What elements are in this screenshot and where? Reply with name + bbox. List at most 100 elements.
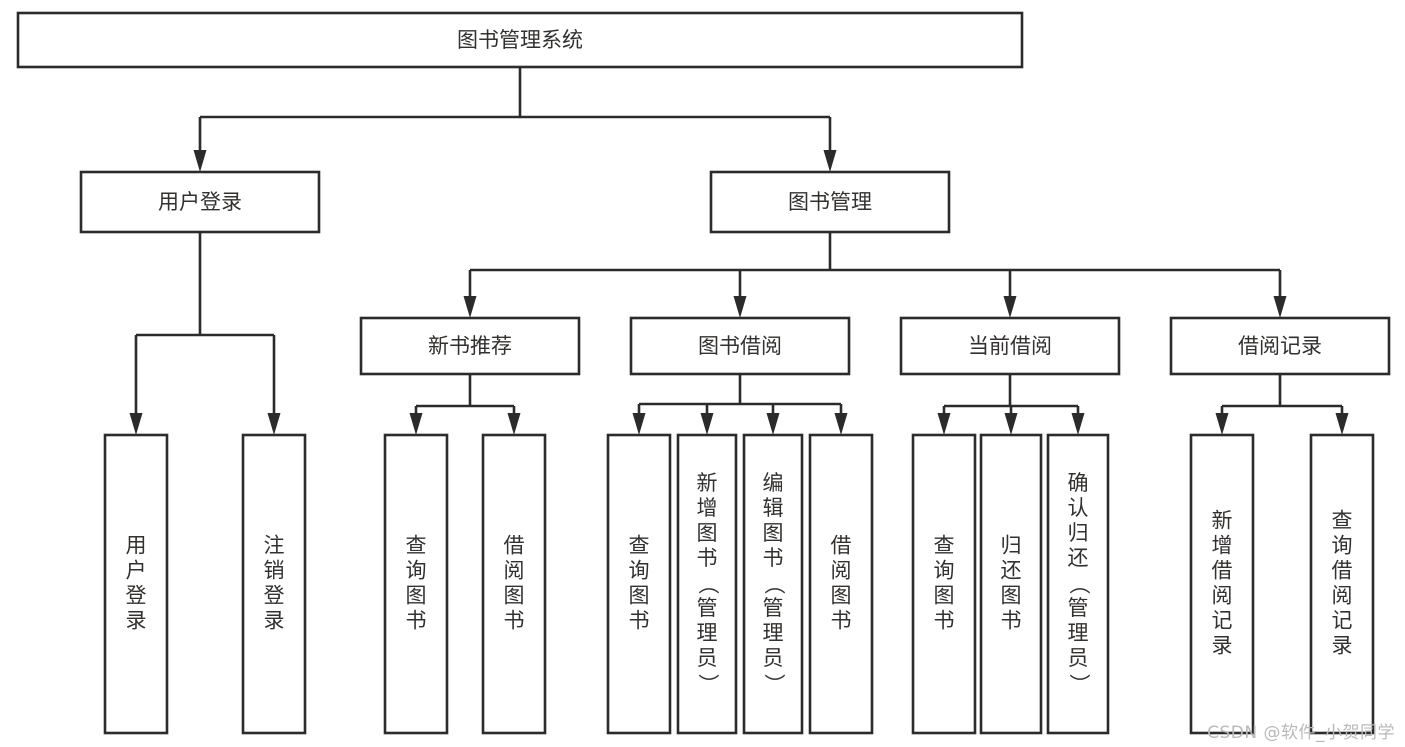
svg-text:书: 书 — [697, 546, 718, 570]
root-branch-1-head — [823, 150, 837, 172]
svg-text:新: 新 — [1212, 509, 1233, 533]
node-new-book-recommend[interactable]: 新书推荐 — [359, 316, 581, 376]
borrow-record-branch-0-head — [1215, 413, 1229, 435]
svg-text:阅: 阅 — [1332, 584, 1353, 608]
svg-text:记: 记 — [1212, 609, 1233, 633]
svg-text:书: 书 — [629, 609, 650, 633]
node-label-book-borrow: 图书借阅 — [698, 334, 782, 358]
svg-text:记: 记 — [1332, 609, 1353, 633]
node-book-manage[interactable]: 图书管理 — [709, 170, 951, 234]
svg-text:销: 销 — [264, 559, 285, 583]
node-box-root — [16, 11, 1024, 69]
node-box-leaf-query-book-cur — [911, 433, 977, 735]
svg-text:询: 询 — [406, 559, 427, 583]
svg-text:员: 员 — [763, 646, 784, 670]
svg-text:录: 录 — [1212, 634, 1233, 658]
svg-text:录: 录 — [264, 609, 285, 633]
svg-text:询: 询 — [629, 559, 650, 583]
svg-text:）: ） — [696, 674, 720, 695]
svg-text:借: 借 — [1332, 559, 1353, 583]
svg-text:确: 确 — [1068, 471, 1089, 495]
node-box-user-login — [79, 170, 321, 234]
node-box-leaf-borrow-book — [808, 433, 874, 735]
svg-text:图: 图 — [406, 584, 427, 608]
node-label-root: 图书管理系统 — [457, 28, 583, 52]
svg-text:图: 图 — [1001, 584, 1022, 608]
svg-text:用: 用 — [126, 534, 147, 558]
book-borrow-branch-0-head — [632, 413, 646, 435]
book-manage-branch-2-head — [1003, 296, 1017, 318]
svg-text:查: 查 — [406, 534, 427, 558]
svg-text:）: ） — [762, 674, 786, 695]
node-box-leaf-borrow-book-rec — [481, 433, 547, 735]
root-branch-0-head — [193, 150, 207, 172]
svg-text:（: （ — [1067, 574, 1091, 595]
node-label-user-login: 用户登录 — [158, 190, 242, 214]
node-box-book-borrow — [629, 316, 851, 376]
node-user-login[interactable]: 用户登录 — [79, 170, 321, 234]
node-box-leaf-user-login — [103, 433, 169, 735]
node-box-leaf-add-borrow-record — [1189, 433, 1255, 735]
book-manage-branch-3-head — [1273, 296, 1287, 318]
node-book-borrow[interactable]: 图书借阅 — [629, 316, 851, 376]
node-box-leaf-confirm-return-admin — [1046, 433, 1110, 735]
user-login-branch-0-head — [129, 413, 143, 435]
svg-text:增: 增 — [1212, 534, 1233, 558]
svg-text:管: 管 — [1068, 596, 1089, 620]
node-current-borrow[interactable]: 当前借阅 — [899, 316, 1121, 376]
borrow-record-branch-1-head — [1335, 413, 1349, 435]
svg-text:归: 归 — [1001, 534, 1022, 558]
svg-text:录: 录 — [1332, 634, 1353, 658]
svg-text:阅: 阅 — [831, 559, 852, 583]
svg-text:图: 图 — [697, 521, 718, 545]
svg-text:图: 图 — [934, 584, 955, 608]
current-borrow-branch-2-head — [1071, 413, 1085, 435]
svg-text:借: 借 — [831, 534, 852, 558]
current-borrow-branch-1-head — [1004, 413, 1018, 435]
node-box-book-manage — [709, 170, 951, 234]
svg-text:登: 登 — [264, 584, 285, 608]
svg-text:书: 书 — [831, 609, 852, 633]
svg-text:书: 书 — [763, 546, 784, 570]
svg-text:图: 图 — [629, 584, 650, 608]
svg-text:员: 员 — [697, 646, 718, 670]
node-leaf-user-login[interactable]: 用户登录 — [103, 433, 169, 735]
svg-text:新: 新 — [697, 471, 718, 495]
node-root[interactable]: 图书管理系统 — [16, 11, 1024, 69]
svg-text:登: 登 — [126, 584, 147, 608]
node-box-leaf-return-book — [979, 433, 1043, 735]
node-box-borrow-record — [1169, 316, 1391, 376]
svg-text:管: 管 — [763, 596, 784, 620]
svg-text:（: （ — [696, 574, 720, 595]
node-box-leaf-query-borrow-record — [1309, 433, 1375, 735]
svg-text:询: 询 — [1332, 534, 1353, 558]
svg-text:（: （ — [762, 574, 786, 595]
svg-text:理: 理 — [763, 621, 784, 645]
svg-text:阅: 阅 — [1212, 584, 1233, 608]
node-label-borrow-record: 借阅记录 — [1238, 334, 1322, 358]
svg-text:认: 认 — [1068, 496, 1089, 520]
node-borrow-record[interactable]: 借阅记录 — [1169, 316, 1391, 376]
svg-text:编: 编 — [763, 471, 784, 495]
